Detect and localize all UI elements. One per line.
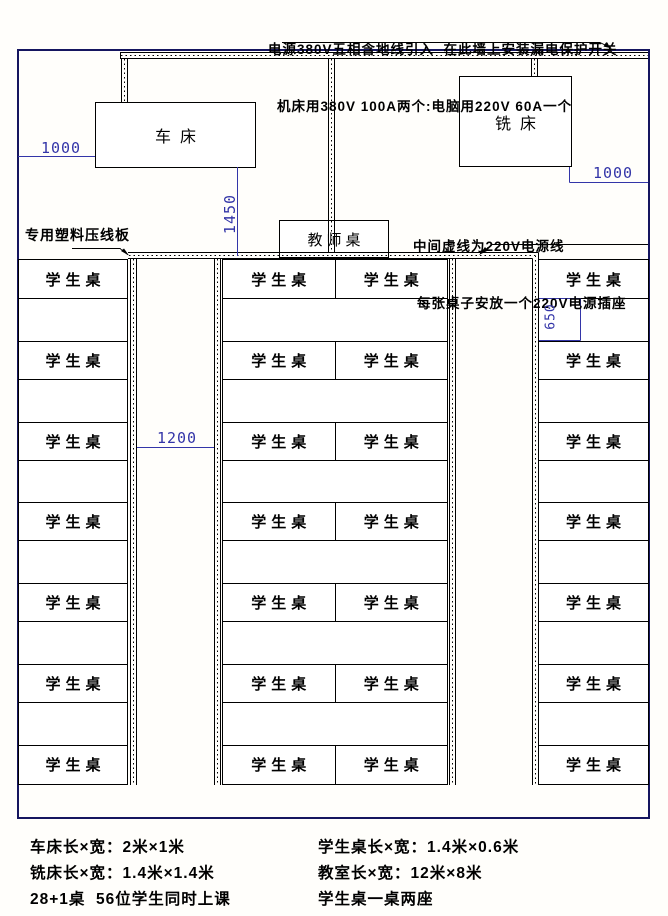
dimension-right-1000: 1000	[592, 164, 634, 182]
student-desk: 学生桌	[19, 260, 127, 299]
student-desk: 学生桌 学生桌	[223, 340, 447, 380]
student-desk: 学生桌 学生桌	[223, 664, 447, 704]
student-desk-label: 学生桌	[45, 352, 106, 370]
dimension-650: 650	[543, 303, 559, 330]
leader-lines	[72, 42, 648, 256]
student-desk: 学生桌 学生桌	[223, 502, 447, 542]
student-desk: 学生桌	[19, 744, 127, 784]
summary-left-text: 28+1桌 56位学生同时上课	[30, 891, 231, 908]
student-desk-label: 学生桌	[363, 514, 424, 532]
student-desk-label: 学生桌	[565, 514, 626, 532]
power-line-vertical-B	[214, 258, 221, 785]
student-desk-label: 学生桌	[223, 341, 336, 379]
student-desk-label: 学生桌	[223, 745, 336, 784]
power-supply-note-line1: 电源380V五相含地线引入 在此墙上安装漏电保护开关	[268, 42, 618, 57]
power-supply-note: 电源380V五相含地线引入 在此墙上安装漏电保护开关 机床用380V 100A两…	[268, 2, 618, 154]
student-desk-label: 学生桌	[363, 433, 424, 451]
student-desk: 学生桌	[539, 260, 648, 299]
wire-board-note: 专用塑料压线板	[25, 227, 130, 243]
student-desk-label: 学生桌	[45, 514, 106, 532]
student-desk-label: 学生桌	[45, 433, 106, 451]
student-desk-label: 学生桌	[363, 676, 424, 694]
student-desk: 学生桌 学生桌	[223, 421, 447, 461]
student-desk-label: 学生桌	[223, 503, 336, 541]
power-line-vertical-C	[449, 258, 456, 785]
summary-left-text: 铣床长×宽：1.4米×1.4米	[30, 865, 215, 882]
student-desk-label: 学生桌	[363, 595, 424, 613]
student-desk-label: 学生桌	[45, 757, 106, 775]
dimension-left-1000: 1000	[40, 139, 82, 157]
student-desk: 学生桌 学生桌	[223, 260, 447, 299]
student-desk-label: 学生桌	[565, 433, 626, 451]
student-desk-label: 学生桌	[363, 352, 424, 370]
power-drop-center	[328, 58, 335, 253]
power-drop-to-mill	[531, 58, 538, 76]
student-desk-label: 学生桌	[223, 665, 336, 703]
summary-row: 车床长×宽：2米×1米 学生桌长×宽：1.4米×0.6米	[30, 835, 519, 861]
milling-machine-box: 铣床	[459, 76, 572, 167]
student-desk-label: 学生桌	[223, 584, 336, 622]
lathe-label: 车床	[154, 129, 205, 146]
student-desk: 学生桌	[539, 583, 648, 623]
summary-right-text: 教室长×宽：12米×8米	[318, 865, 483, 882]
summary-row: 铣床长×宽：1.4米×1.4米 教室长×宽：12米×8米	[30, 861, 519, 887]
summary-notes: 车床长×宽：2米×1米 学生桌长×宽：1.4米×0.6米铣床长×宽：1.4米×1.…	[30, 835, 519, 913]
student-desk-label: 学生桌	[223, 422, 336, 460]
student-desk-label: 学生桌	[565, 352, 626, 370]
dashed-line-note: 中间虚线为220V电源线 每张桌子安放一个220V电源插座	[413, 199, 627, 351]
student-desk: 学生桌	[539, 502, 648, 542]
power-line-vertical-D	[532, 252, 539, 785]
student-desk-label: 学生桌	[223, 260, 336, 298]
student-desk: 学生桌	[19, 664, 127, 704]
student-desk: 学生桌 学生桌	[223, 583, 447, 623]
student-desk: 学生桌	[539, 744, 648, 784]
milling-machine-label: 铣床	[494, 115, 545, 133]
student-desk: 学生桌	[19, 421, 127, 461]
summary-left-text: 车床长×宽：2米×1米	[30, 839, 185, 856]
dimension-1200: 1200	[156, 429, 198, 447]
student-desk-label: 学生桌	[45, 676, 106, 694]
lathe-box: 车床	[95, 102, 256, 168]
student-desk: 学生桌	[539, 340, 648, 380]
dimension-lines	[18, 156, 648, 448]
desk-column-left: 学生桌学生桌学生桌学生桌学生桌学生桌学生桌	[18, 259, 128, 785]
dimension-1450: 1450	[221, 193, 239, 235]
student-desk: 学生桌 学生桌	[223, 744, 447, 784]
dashed-line-note-line1: 中间虚线为220V电源线	[413, 239, 565, 254]
summary-right-text: 学生桌一桌两座	[318, 891, 434, 908]
student-desk-label: 学生桌	[45, 271, 106, 289]
summary-row: 28+1桌 56位学生同时上课 学生桌一桌两座	[30, 887, 519, 913]
student-desk: 学生桌	[19, 583, 127, 623]
student-desk: 学生桌	[539, 664, 648, 704]
teacher-desk-label: 教师桌	[307, 231, 365, 249]
student-desk-label: 学生桌	[363, 271, 424, 289]
student-desk-label: 学生桌	[565, 271, 626, 289]
desk-column-right: 学生桌学生桌学生桌学生桌学生桌学生桌学生桌	[538, 259, 649, 785]
desk-column-middle: 学生桌学生桌学生桌学生桌学生桌学生桌学生桌学生桌学生桌学生桌学生桌学生桌学生桌学…	[222, 259, 448, 785]
dashed-line-note-line2: 每张桌子安放一个220V电源插座	[417, 296, 627, 311]
student-desk-label: 学生桌	[565, 595, 626, 613]
student-desk-label: 学生桌	[565, 676, 626, 694]
student-desk-label: 学生桌	[565, 757, 626, 775]
student-desk: 学生桌	[539, 421, 648, 461]
power-line-horizontal-band	[128, 252, 539, 259]
power-drop-to-lathe	[121, 58, 128, 102]
power-supply-note-line2: 机床用380V 100A两个:电脑用220V 60A一个	[277, 99, 573, 114]
student-desk-label: 学生桌	[45, 595, 106, 613]
power-line-top-band	[120, 52, 648, 59]
student-desk: 学生桌	[19, 340, 127, 380]
student-desk: 学生桌	[19, 502, 127, 542]
power-line-vertical-A	[130, 258, 137, 785]
student-desk-label: 学生桌	[363, 757, 424, 775]
summary-right-text: 学生桌长×宽：1.4米×0.6米	[318, 839, 520, 856]
